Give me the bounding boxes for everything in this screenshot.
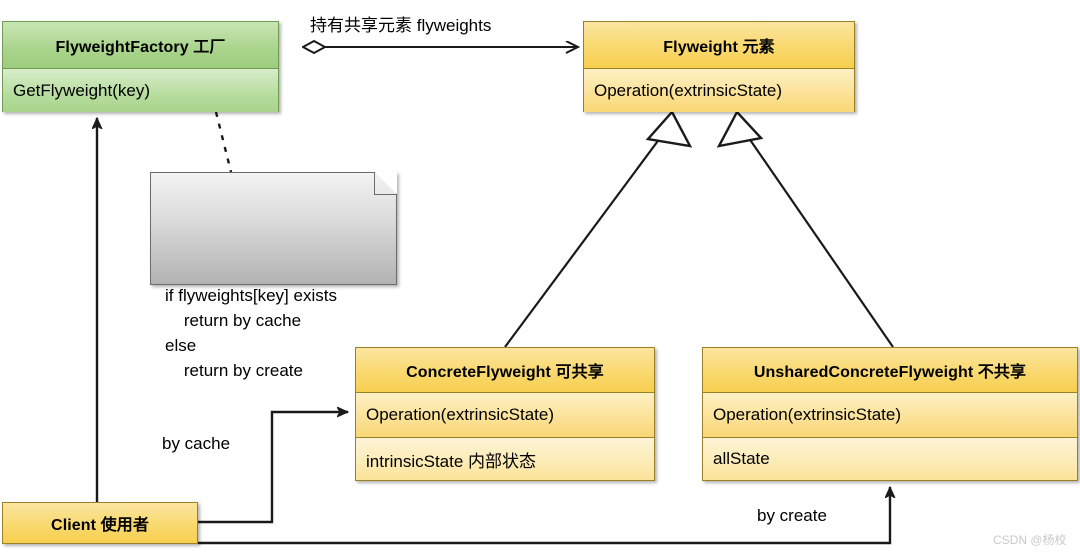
class-title-flyweight: Flyweight 元素 xyxy=(584,22,854,68)
class-member-flyweight-operation: Operation(extrinsicState) xyxy=(584,68,854,112)
watermark-csdn: CSDN @杨校 xyxy=(993,533,1067,547)
class-member-intrinsic-state: intrinsicState 内部状态 xyxy=(356,437,654,480)
class-box-unshared-concrete-flyweight[interactable]: UnsharedConcreteFlyweight 不共享 Operation(… xyxy=(702,347,1078,481)
class-member-unshared-operation: Operation(extrinsicState) xyxy=(703,392,1077,437)
class-title-client: Client 使用者 xyxy=(3,503,197,543)
class-member-get-flyweight: GetFlyweight(key) xyxy=(3,68,278,112)
class-box-flyweight-factory[interactable]: FlyweightFactory 工厂 GetFlyweight(key) xyxy=(2,21,279,112)
edge-label-by-cache: by cache xyxy=(162,434,231,453)
class-box-flyweight[interactable]: Flyweight 元素 Operation(extrinsicState) xyxy=(583,21,855,112)
note-fold-edge-icon xyxy=(374,172,397,195)
class-title-unshared-concrete-flyweight: UnsharedConcreteFlyweight 不共享 xyxy=(703,348,1077,392)
class-member-concrete-operation: Operation(extrinsicState) xyxy=(356,392,654,437)
class-title-flyweight-factory: FlyweightFactory 工厂 xyxy=(3,22,278,68)
edge-generalization-unshared xyxy=(716,109,894,348)
note-factory-logic[interactable]: if flyweights[key] exists return by cach… xyxy=(150,172,397,380)
class-title-concrete-flyweight: ConcreteFlyweight 可共享 xyxy=(356,348,654,392)
class-member-all-state: allState xyxy=(703,437,1077,480)
edge-generalization-concrete xyxy=(504,109,693,348)
class-box-concrete-flyweight[interactable]: ConcreteFlyweight 可共享 Operation(extrinsi… xyxy=(355,347,655,481)
edge-note-link xyxy=(214,111,233,173)
edge-label-holds-flyweights: 持有共享元素 flyweights xyxy=(310,16,492,35)
note-text: if flyweights[key] exists return by cach… xyxy=(165,286,337,380)
edge-label-by-create: by create xyxy=(757,506,827,525)
class-box-client[interactable]: Client 使用者 xyxy=(2,502,198,544)
